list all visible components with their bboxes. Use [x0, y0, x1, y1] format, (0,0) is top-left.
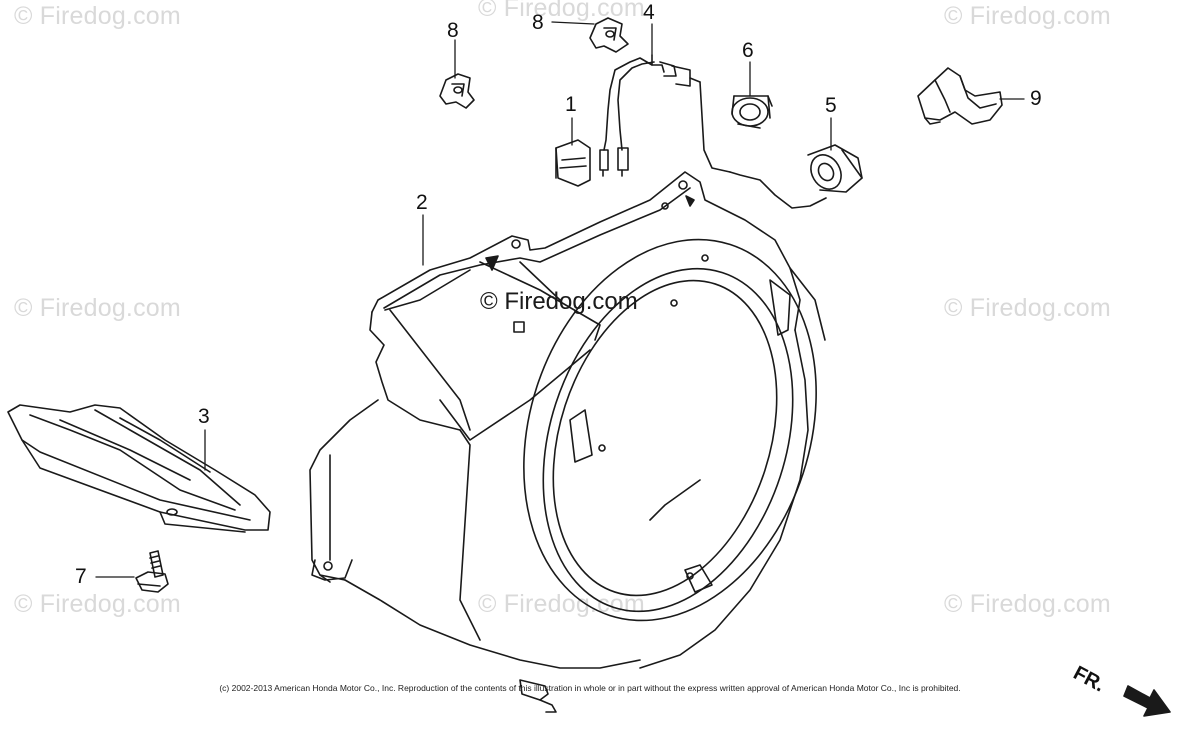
air-guide-part — [7, 404, 271, 533]
callout-7: 7 — [75, 565, 87, 588]
copyright-notice: (c) 2002-2013 American Honda Motor Co., … — [219, 683, 961, 693]
flange-bolt-part — [135, 550, 169, 593]
callout-3: 3 — [198, 405, 210, 428]
callout-1: 1 — [565, 93, 577, 116]
wire-clip-part-left — [439, 73, 475, 109]
callout-6: 6 — [742, 39, 754, 62]
wire-clip-part-top — [589, 17, 629, 53]
center-watermark: © Firedog.com — [480, 288, 638, 315]
holder-part — [917, 67, 1003, 125]
wire-harness-part — [599, 54, 827, 209]
callout-8-left: 8 — [447, 19, 459, 42]
callout-4: 4 — [643, 1, 655, 24]
fan-cover-part — [309, 171, 826, 669]
leader-lines — [95, 21, 1025, 578]
callout-9: 9 — [1030, 87, 1042, 110]
callout-2: 2 — [416, 191, 428, 214]
callout-8-top: 8 — [532, 11, 544, 34]
grommet-part — [731, 95, 773, 129]
lower-bolt-part — [519, 679, 557, 713]
front-direction-arrow — [1123, 685, 1171, 717]
switch-part — [807, 144, 863, 193]
clamp-part — [555, 139, 591, 187]
callout-5: 5 — [825, 94, 837, 117]
